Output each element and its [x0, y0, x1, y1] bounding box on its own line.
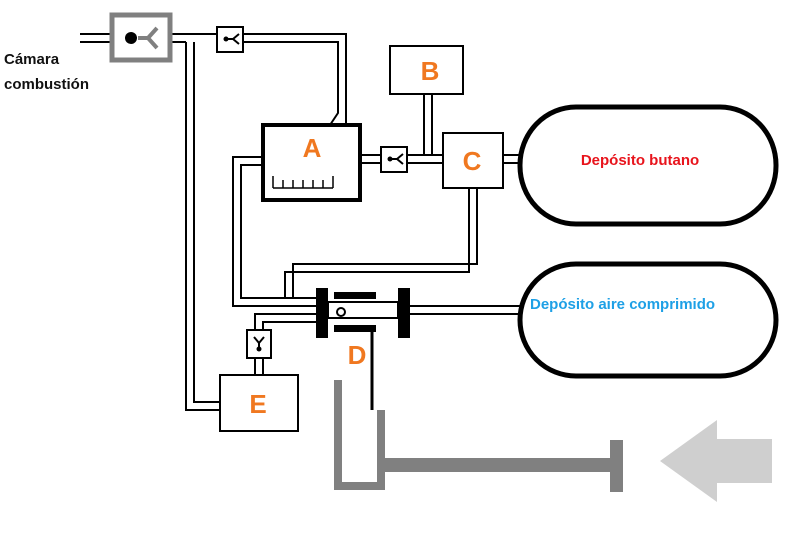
component-b-label: B: [421, 56, 440, 86]
check-valve-2: [380, 146, 408, 173]
check-valve-3: [246, 329, 272, 359]
check-valve-1: [216, 26, 244, 53]
chamber-valve: [109, 12, 173, 63]
pipe-inlet: [80, 33, 112, 43]
butane-tank-body: [517, 104, 779, 227]
pipe-b-to-c: [423, 94, 433, 155]
cylinder-d-left-cap: [316, 288, 328, 338]
pipe-a-to-valve2: [360, 154, 381, 164]
butane-tank-label: Depósito butano: [581, 152, 699, 169]
component-a: A: [261, 123, 362, 202]
pipe-top-main: [170, 33, 217, 43]
component-d-label: D: [348, 340, 367, 370]
pipe-d-to-e: [254, 313, 316, 375]
push-arrow-icon: [660, 420, 772, 502]
grey-linkage: [334, 380, 623, 492]
air-tank-label: Depósito aire comprimido: [530, 296, 715, 313]
linkage-end-stop: [610, 440, 623, 492]
cylinder-d-piston-top: [334, 292, 376, 299]
chamber-valve-ball: [125, 32, 137, 44]
chamber-label-line1: Cámara: [4, 51, 60, 68]
cylinder-d-piston-bottom: [334, 325, 376, 332]
pipe-valve1-to-a: [243, 33, 347, 126]
component-c: C: [442, 132, 504, 189]
pipe-d-to-air: [410, 305, 526, 315]
component-b: B: [389, 45, 464, 95]
air-tank-body: [517, 261, 779, 379]
cylinder-d-right-cap: [398, 288, 410, 338]
air-tank: Depósito aire comprimido: [517, 261, 779, 379]
component-b-box: [389, 45, 464, 95]
pipes: [80, 33, 530, 411]
butane-tank: Depósito butano: [517, 104, 779, 227]
cylinder-d-pivot: [336, 307, 346, 317]
pipe-a-to-d: [232, 156, 316, 307]
cylinder-d: D: [316, 288, 410, 410]
linkage-bar: [381, 458, 614, 472]
component-c-box: [442, 132, 504, 189]
pipe-valve2-to-c: [407, 154, 443, 164]
chamber-label-line2: combustión: [4, 76, 89, 93]
component-a-label: A: [303, 133, 322, 163]
pipe-left-outer: [185, 42, 220, 411]
chamber-valve-seat: [138, 26, 159, 50]
component-e: E: [219, 374, 299, 432]
chamber-valve-body: [109, 12, 173, 63]
linkage-u-shape: [334, 380, 385, 490]
pipe-c-to-d: [284, 188, 478, 298]
component-e-box: [219, 374, 299, 432]
component-e-label: E: [249, 389, 266, 419]
component-c-label: C: [463, 146, 482, 176]
component-a-scale: [272, 176, 334, 189]
